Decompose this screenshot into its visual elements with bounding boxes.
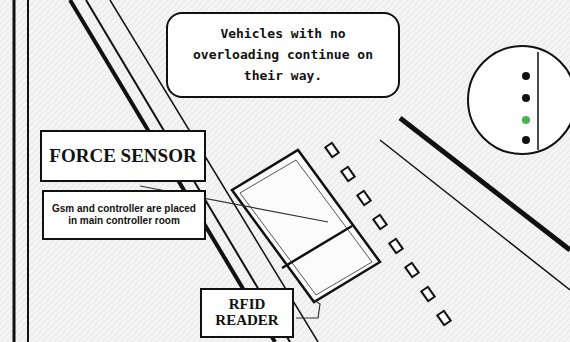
speech-bubble: Vehicles with no overloading continue on…	[166, 12, 400, 98]
label-text: FORCE SENSOR	[49, 146, 196, 166]
label-box: FORCE SENSOR	[40, 130, 206, 182]
label-text: Gsm and controller are placed in main co…	[49, 203, 199, 227]
label-text: Vehicles with no overloading continue on…	[178, 24, 388, 86]
road-edges	[14, 0, 570, 342]
label-box: Gsm and controller are placed in main co…	[42, 190, 206, 240]
traffic-signal	[468, 46, 570, 154]
rfid-strip	[282, 226, 352, 268]
weighing-platform	[232, 150, 380, 302]
label-text: RFID READER	[207, 297, 287, 329]
label-box: RFID READER	[200, 288, 294, 338]
